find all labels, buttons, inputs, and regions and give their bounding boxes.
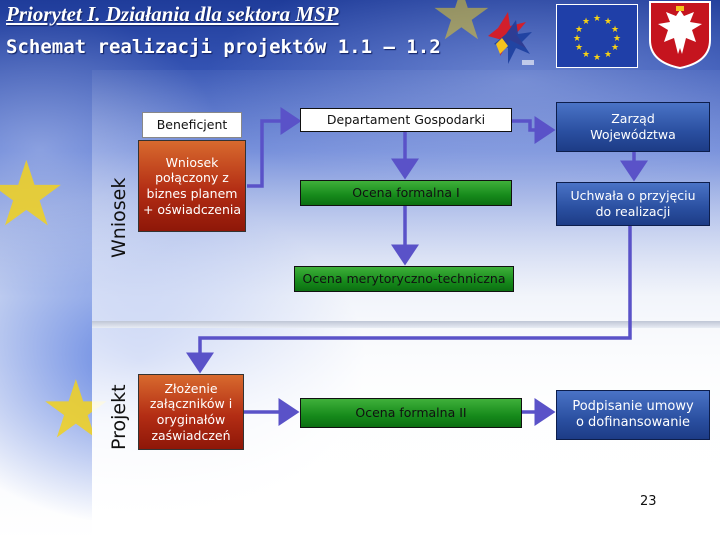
arrow-wniosek-to-departament [247,107,302,188]
node-departament-gospodarki: Departament Gospodarki [300,108,512,132]
background-star-icon: ★ [0,142,67,247]
svg-text:★: ★ [573,34,581,44]
svg-text:★: ★ [593,14,601,24]
section-divider [92,321,720,328]
svg-text:★: ★ [604,50,612,60]
node-zarzad-wojewodztwa: Zarząd Województwa [556,102,710,152]
svg-text:★: ★ [604,17,612,27]
arrow-departament-to-zarzad [512,116,556,144]
node-zalaczniki: Złożenie załączników i oryginałów zaświa… [138,374,244,450]
node-podpisanie-umowy: Podpisanie umowy o dofinansowanie [556,390,710,440]
node-beneficjent: Beneficjent [142,112,242,138]
node-uchwala: Uchwała o przyjęciu do realizacji [556,182,710,226]
slide-subtitle: Schemat realizacji projektów 1.1 – 1.2 [6,36,441,58]
svg-text:★: ★ [611,43,619,53]
page-number: 23 [640,494,657,509]
arrow-uchwala-to-zalaczniki [186,226,632,374]
svg-text:★: ★ [613,34,621,44]
svg-text:★: ★ [582,17,590,27]
svg-text:★: ★ [611,25,619,35]
svg-text:★: ★ [575,25,583,35]
background-star-icon: ★ [430,0,493,56]
node-ocena-merytoryczno-techniczna: Ocena merytoryczno-techniczna [294,266,514,292]
svg-text:★: ★ [582,50,590,60]
svg-text:★: ★ [575,43,583,53]
node-ocena-formalna-2: Ocena formalna II [300,398,522,428]
node-ocena-formalna-1: Ocena formalna I [300,180,512,206]
slide-title: Priorytet I. Działania dla sektora MSP [6,2,339,26]
star-logo-icon [486,4,536,68]
node-wniosek-biznes-plan: Wniosek połączony z biznes planem + oświ… [138,140,246,232]
eu-flag-icon: ★★★ ★★★ ★★★ ★★★ [555,3,639,69]
svg-text:★: ★ [593,53,601,63]
eagle-coat-of-arms-icon [648,0,712,70]
